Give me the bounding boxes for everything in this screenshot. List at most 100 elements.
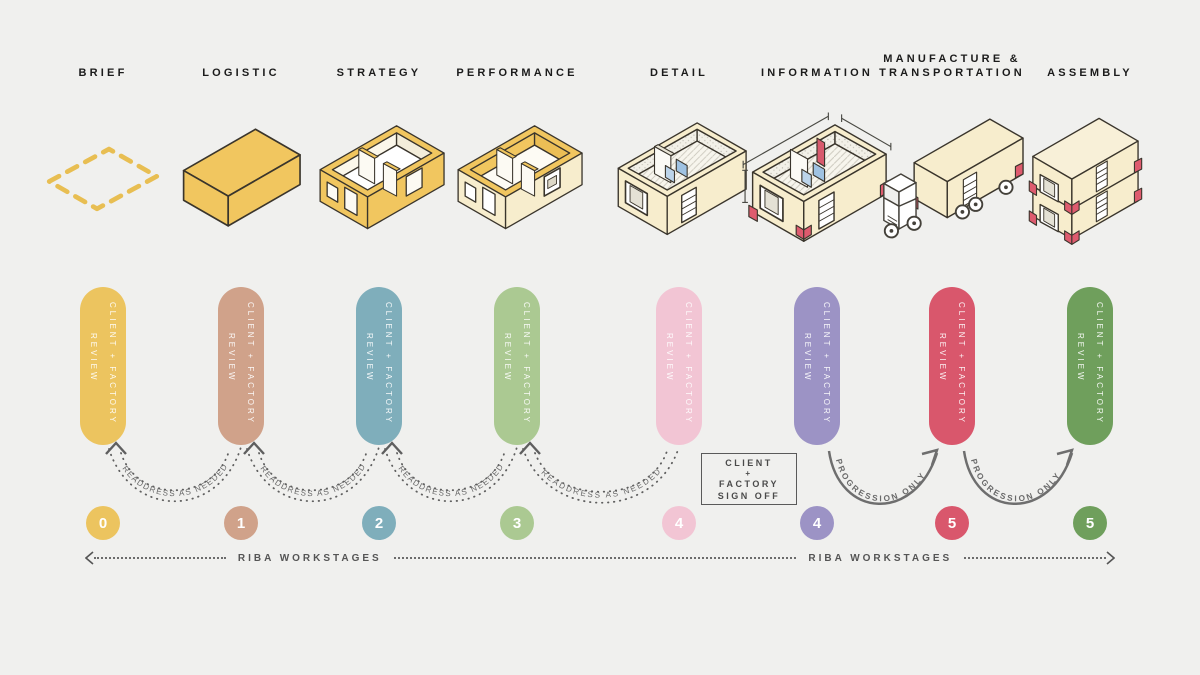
stage-number-badge: 5: [1073, 506, 1107, 540]
pill-text-sub: REVIEW: [803, 333, 812, 383]
pill-text-sub: REVIEW: [503, 333, 512, 383]
stage-title-logistic: LOGISTIC: [202, 67, 280, 79]
stage-title-strategy: STRATEGY: [336, 67, 422, 79]
back-arrowhead-icon: [381, 441, 403, 455]
svg-text:READDRESS AS NEEDED: READDRESS AS NEEDED: [121, 462, 230, 499]
solid-volume-icon: [182, 127, 301, 227]
stage-column-strategy: STRATEGY: [309, 48, 449, 548]
logistic-illustration: [156, 92, 326, 258]
progression-label: PROGRESSION ONLY: [969, 458, 1061, 504]
stage-title-detail: DETAIL: [649, 67, 709, 79]
pill-text-main: CLIENT + FACTORY: [684, 302, 693, 425]
signoff-plus: +: [745, 468, 753, 478]
pill-text-main: CLIENT + FACTORY: [246, 302, 255, 425]
readdress-label: READDRESS AS NEEDED: [259, 462, 367, 499]
riba-workstages-label: RIBA WORKSTAGES: [808, 552, 953, 564]
signoff-line: SIGN OFF: [717, 490, 781, 501]
pill-text-sub: REVIEW: [89, 333, 98, 383]
open-walls-module-icon: [319, 125, 445, 230]
svg-text:PROGRESSION ONLY: PROGRESSION ONLY: [834, 458, 928, 504]
timeline-dotted-line: [964, 557, 1106, 559]
stage-title-assembly: ASSEMBLY: [1047, 67, 1133, 79]
back-arrowhead-icon: [243, 441, 265, 455]
signoff-line: FACTORY: [718, 478, 779, 489]
stage-title-manufacture: MANUFACTURE & TRANSPORTATION: [879, 53, 1025, 79]
progression-arc-2: PROGRESSION ONLY: [962, 448, 1074, 505]
dashed-footprint-icon: [46, 146, 160, 211]
right-arrow-icon: [1106, 551, 1115, 565]
detail-illustration: [594, 92, 764, 258]
stage-number-badge: 3: [500, 506, 534, 540]
information-illustration: [732, 92, 902, 258]
review-pill-manufacture: CLIENT + FACTORY REVIEW: [929, 287, 975, 445]
stage-number-badge: 0: [86, 506, 120, 540]
readdress-arc-3: READDRESS AS NEEDED: [381, 441, 518, 503]
stage-title-performance: PERFORMANCE: [456, 67, 578, 79]
progression-arc-1: PROGRESSION ONLY: [827, 448, 939, 505]
pill-text-sub: REVIEW: [665, 333, 674, 383]
review-pill-performance: CLIENT + FACTORY REVIEW: [494, 287, 540, 445]
review-pill-information: CLIENT + FACTORY REVIEW: [794, 287, 840, 445]
pill-text-main: CLIENT + FACTORY: [522, 302, 531, 425]
pill-text-main: CLIENT + FACTORY: [957, 302, 966, 425]
back-arrowhead-icon: [105, 441, 127, 455]
forward-arrowhead-icon: [1056, 448, 1074, 466]
brief-illustration: [18, 92, 188, 258]
forward-arrowhead-icon: [921, 448, 939, 466]
clad-module-icon: [457, 125, 583, 230]
review-pill-strategy: CLIENT + FACTORY REVIEW: [356, 287, 402, 445]
pill-text-main: CLIENT + FACTORY: [1095, 302, 1104, 425]
pill-text-main: CLIENT + FACTORY: [822, 302, 831, 425]
signoff-line: CLIENT: [725, 457, 773, 468]
riba-workstages-label: RIBA WORKSTAGES: [237, 552, 382, 564]
stage-number-badge: 5: [935, 506, 969, 540]
review-pill-logistic: CLIENT + FACTORY REVIEW: [218, 287, 264, 445]
stage-number-badge: 4: [800, 506, 834, 540]
review-pill-assembly: CLIENT + FACTORY REVIEW: [1067, 287, 1113, 445]
manufacture-illustration: [867, 92, 1037, 258]
fitted-module-icon: [617, 121, 747, 235]
stage-column-manufacture: MANUFACTURE & TRANSPORTATION: [879, 48, 1024, 548]
pill-text-sub: REVIEW: [1076, 333, 1085, 383]
pill-text-sub: REVIEW: [938, 333, 947, 383]
review-pill-detail: CLIENT + FACTORY REVIEW: [656, 287, 702, 445]
readdress-label: READDRESS AS NEEDED: [397, 462, 505, 499]
stage-title-brief: BRIEF: [78, 67, 128, 79]
strategy-illustration: [294, 92, 464, 258]
readdress-arc-1: READDRESS AS NEEDED: [105, 441, 242, 503]
pill-text-sub: REVIEW: [227, 333, 236, 383]
svg-text:READDRESS AS NEEDED: READDRESS AS NEEDED: [259, 462, 368, 499]
timeline-dotted-line: [393, 557, 797, 559]
svg-text:PROGRESSION ONLY: PROGRESSION ONLY: [969, 458, 1063, 504]
back-arrowhead-icon: [519, 441, 541, 455]
stage-column-detail: DETAIL: [609, 48, 749, 548]
pill-text-sub: REVIEW: [365, 333, 374, 383]
pill-text-main: CLIENT + FACTORY: [108, 302, 117, 425]
review-pill-brief: CLIENT + FACTORY REVIEW: [80, 287, 126, 445]
stage-column-performance: PERFORMANCE: [447, 48, 587, 548]
timeline-dotted-line: [94, 557, 226, 559]
stage-number-badge: 1: [224, 506, 258, 540]
readdress-arc-2: READDRESS AS NEEDED: [243, 441, 380, 503]
left-arrow-icon: [85, 551, 94, 565]
readdress-label: READDRESS AS NEEDED: [539, 466, 661, 500]
performance-illustration: [432, 92, 602, 258]
pill-text-main: CLIENT + FACTORY: [384, 302, 393, 425]
stage-column-logistic: LOGISTIC CLIENT + FACTORY REVIEW 1: [171, 48, 311, 548]
stage-number-badge: 2: [362, 506, 396, 540]
riba-workstages-timeline: RIBA WORKSTAGES RIBA WORKSTAGES: [85, 548, 1115, 568]
stage-column-information: INFORMATION: [742, 48, 892, 548]
svg-text:READDRESS AS NEEDED: READDRESS AS NEEDED: [539, 466, 663, 500]
stage-title-information: INFORMATION: [761, 67, 873, 79]
truck-icon: [883, 118, 1024, 239]
stacked-modules-icon: [1028, 117, 1143, 245]
client-factory-signoff-box: CLIENT + FACTORY SIGN OFF: [701, 453, 797, 505]
progression-label: PROGRESSION ONLY: [834, 458, 926, 504]
readdress-label: READDRESS AS NEEDED: [121, 462, 229, 499]
stage-column-assembly: ASSEMBLY: [1020, 48, 1160, 548]
stage-column-brief: BRIEF CLIENT + FACTORY REVIEW 0: [33, 48, 173, 548]
stage-number-badge: 4: [662, 506, 696, 540]
dimensioned-module-icon: [742, 112, 892, 242]
readdress-arc-4: READDRESS AS NEEDED: [519, 441, 680, 504]
